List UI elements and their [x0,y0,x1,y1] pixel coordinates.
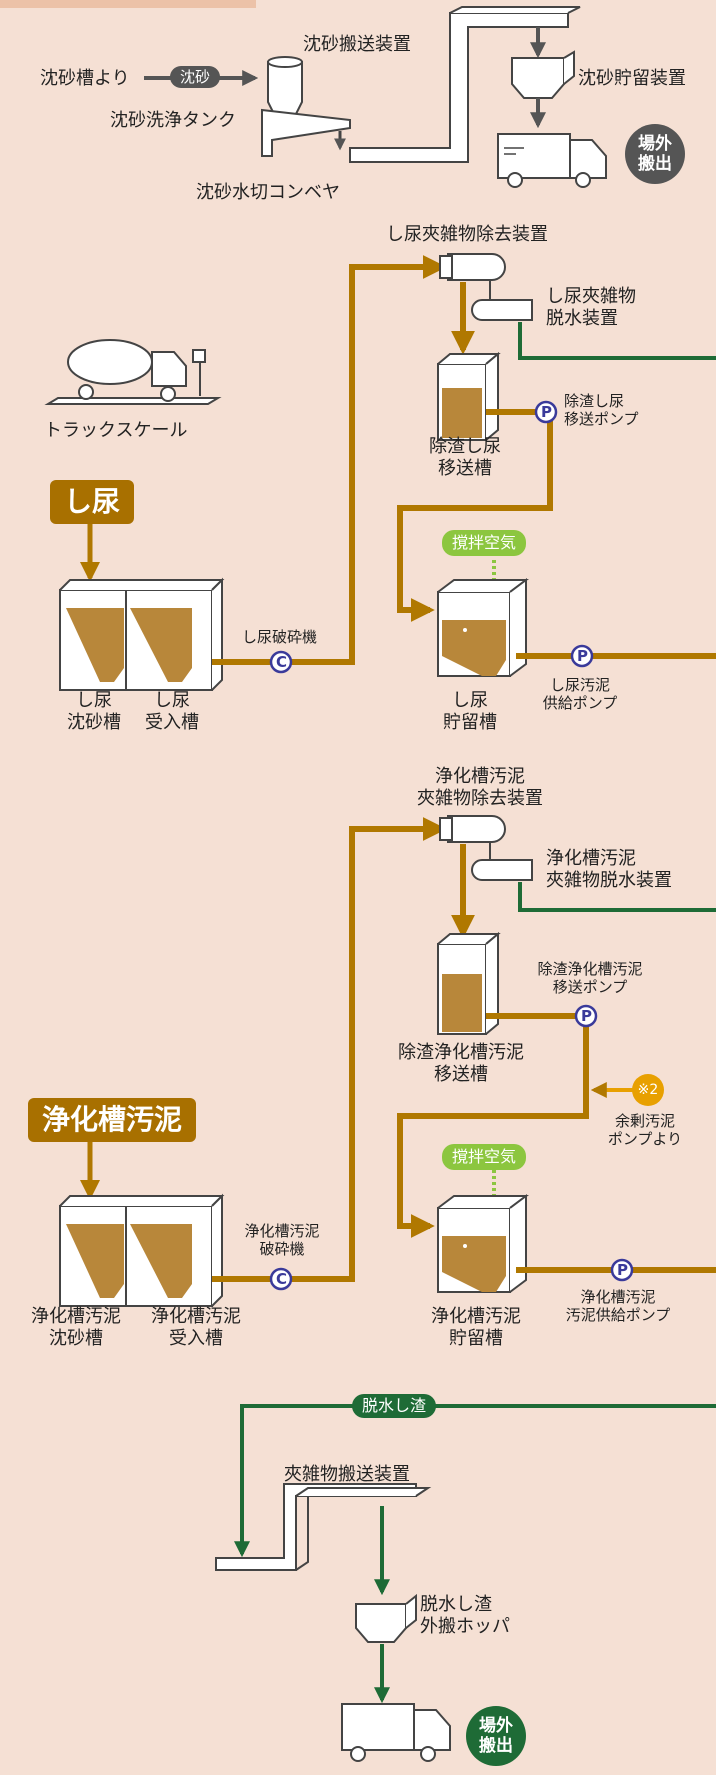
grit-section [144,6,607,188]
shinyo-tag: し尿 [50,480,135,524]
grit-dewater-conveyor-label: 沈砂水切コンベヤ [196,182,340,203]
grit-pill: 沈砂 [170,66,221,88]
shinyo-transfer-tank [437,351,501,441]
hopper-label: 脱水し渣 外搬ホッパ [420,1594,510,1637]
johkaso-tanks [59,1193,225,1307]
johkaso-tag: 浄化槽汚泥 [28,1098,197,1142]
crusher-icon-shinyo: C [276,653,288,671]
truck-scale [44,339,222,405]
johkaso-agitation-air-pill: 撹拌空気 [442,1144,527,1170]
grit-conveyor-device-label: 沈砂搬送装置 [303,34,411,55]
shinyo-remover [439,253,533,321]
shinyo-storage-tank-label: し尿 貯留槽 [443,690,497,733]
truck-bottom [341,1703,451,1762]
shinyo-section [44,253,716,691]
truck-scale-label: トラックスケール [44,420,188,441]
crusher-icon-johkaso: C [276,1270,288,1288]
johkaso-debris-dewater-label: 浄化槽汚泥 夾雑物脱水装置 [546,848,672,891]
debris-section [215,1404,716,1762]
shinyo-supply-pump-label: し尿汚泥 供給ポンプ [542,676,618,712]
johkaso-storage-tank-label: 浄化槽汚泥 貯留槽 [431,1306,521,1349]
shinyo-agitation-air-pill: 撹拌空気 [442,530,527,556]
johkaso-remover [439,815,533,881]
excess-sludge-label: 余剰汚泥 ポンプより [607,1112,683,1148]
grit-wash-tank-label: 沈砂洗浄タンク [110,110,236,131]
johkaso-storage-tank [437,1194,529,1293]
johkaso-supply-pump-label: 浄化槽汚泥 汚泥供給ポンプ [565,1288,671,1324]
shinyo-transfer-pump-label: 除渣し尿 移送ポンプ [564,392,639,428]
dewatered-debris-pill: 脱水し渣 [352,1394,437,1418]
truck-top [497,133,607,188]
johkaso-transfer-pump-label: 除渣浄化槽汚泥 移送ポンプ [537,960,643,996]
shinyo-tanks [59,577,225,691]
shinyo-receiving-tank-label: し尿 受入槽 [145,690,199,733]
shinyo-grit-tank-label: し尿 沈砂槽 [67,690,121,733]
johkaso-receiving-tank-label: 浄化槽汚泥 受入槽 [151,1306,241,1349]
shinyo-storage-tank [437,578,529,677]
pump-icon-shinyo-transfer: P [541,403,552,421]
johkaso-debris-remover-label: 浄化槽汚泥 夾雑物除去装置 [417,766,543,809]
from-grit-tank-label: 沈砂槽より [40,68,130,89]
haul-out-badge-bottom: 場外 搬出 [466,1706,526,1766]
shinyo-debris-remover-label: し尿夾雑物除去装置 [386,224,548,245]
johkaso-transfer-tank-label: 除渣浄化槽汚泥 移送槽 [398,1042,524,1085]
debris-hopper [355,1593,417,1643]
johkaso-transfer-tank [437,931,501,1035]
pump-icon-johkaso-supply: P [617,1261,628,1279]
shinyo-transfer-tank-label: 除渣し尿 移送槽 [429,436,501,479]
shinyo-debris-dewater-label: し尿夾雑物 脱水装置 [546,286,636,329]
grit-storage-device-label: 沈砂貯留装置 [578,68,686,89]
johkaso-section [59,815,716,1307]
johkaso-crusher-label: 浄化槽汚泥 破砕機 [244,1222,320,1258]
header-corner [0,0,256,8]
debris-conveyor-label: 夾雑物搬送装置 [284,1464,410,1485]
note-mark-2: ※2 [632,1074,664,1106]
pump-icon-johkaso-transfer: P [581,1007,592,1025]
johkaso-grit-tank-label: 浄化槽汚泥 沈砂槽 [31,1306,121,1349]
shinyo-crusher-label: し尿破砕機 [242,628,318,646]
debris-conveyor [215,1483,432,1571]
haul-out-badge-top: 場外 搬出 [625,124,685,184]
pump-icon-shinyo-supply: P [577,647,588,665]
